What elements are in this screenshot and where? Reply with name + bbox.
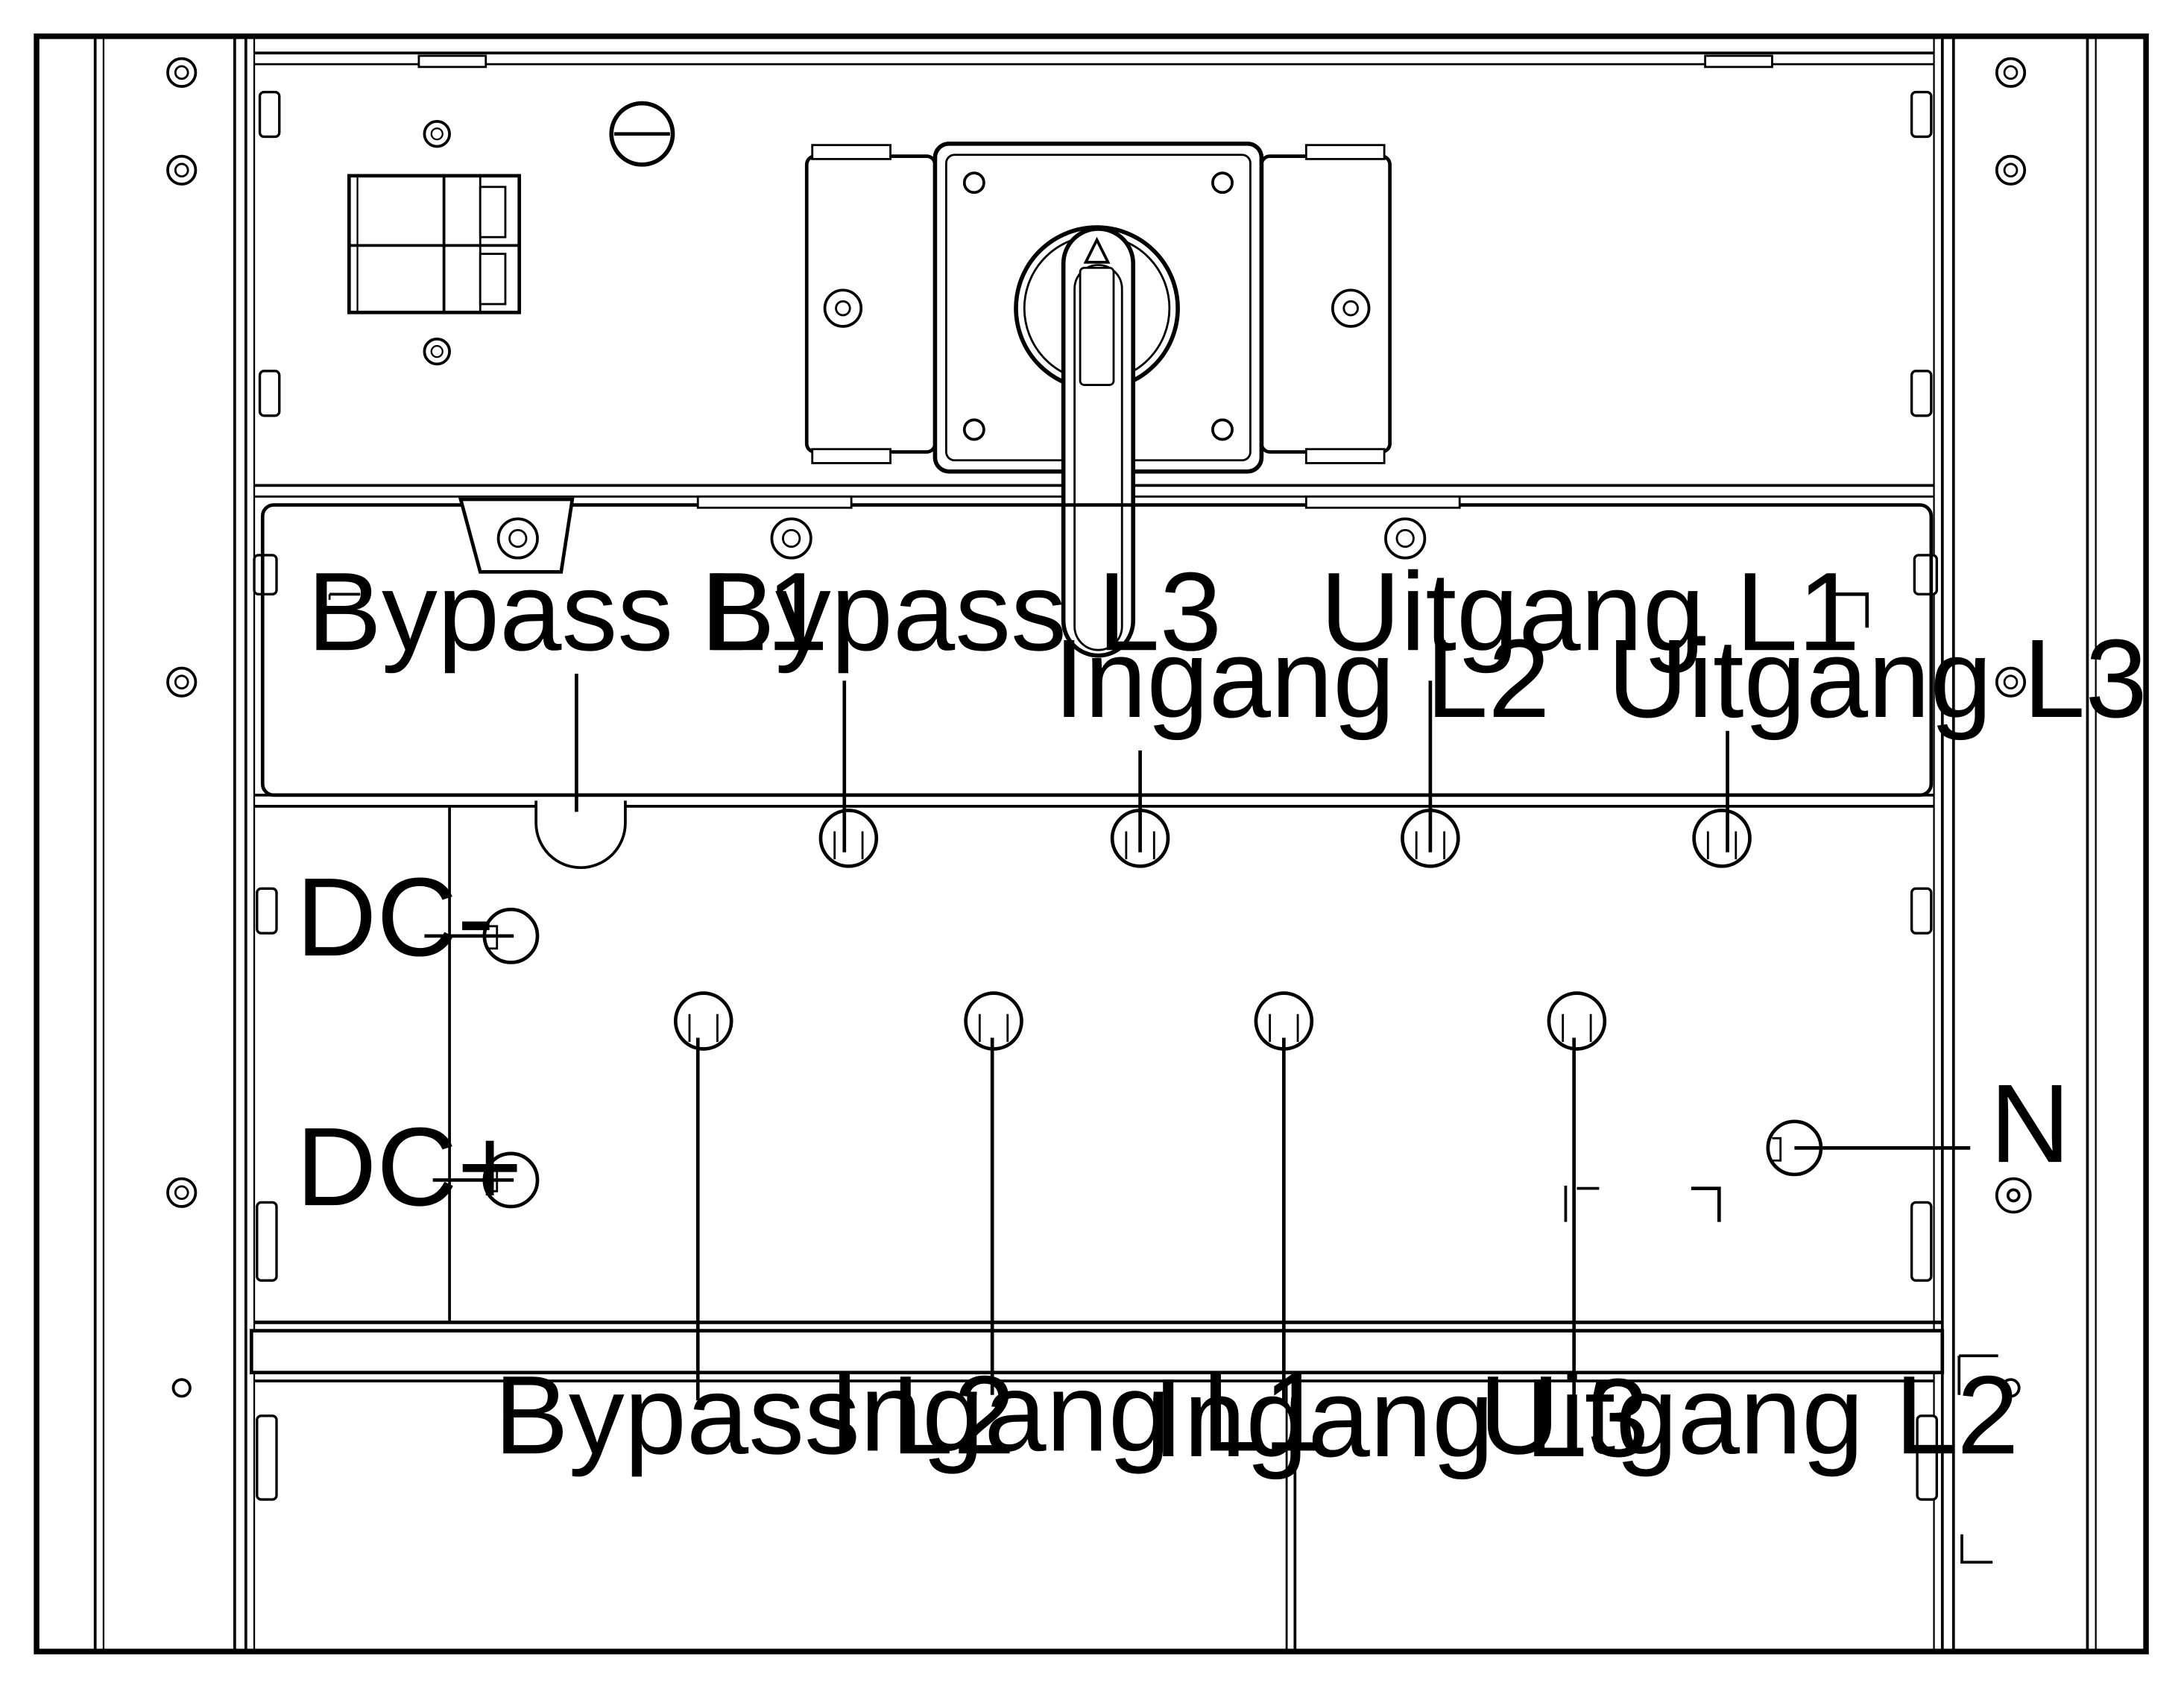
- torx-screw-icon: [496, 517, 539, 560]
- leader-lines: [424, 674, 1971, 1401]
- lower-chamber: [249, 806, 2032, 1652]
- label-n: N: [1989, 1060, 2070, 1186]
- mounting-screw: [430, 127, 444, 141]
- label-uitgang-l1: Uitgang L1: [1320, 549, 1860, 674]
- label-bypass-l1: Bypass L1: [307, 549, 828, 674]
- label-ingang-l3: Ingang L3: [1152, 1355, 1649, 1480]
- label-bypass-l2: Bypass L2: [494, 1352, 1015, 1477]
- slotted-screw-icon: [609, 101, 675, 167]
- terminal-hole-uitgang-l3: [1692, 809, 1752, 868]
- circuit-breaker: [347, 174, 522, 314]
- label-ingang-l1: Ingang L1: [829, 1350, 1325, 1475]
- mounting-screw: [430, 345, 444, 358]
- torx-screw-icon: [1384, 517, 1427, 560]
- main-switch: [804, 141, 1392, 658]
- terminal-hole-uitgang-l2: [1547, 991, 1607, 1051]
- label-uitgang-l2: Uitgang L2: [1479, 1352, 2019, 1477]
- terminal-hole-bypass-l2: [673, 991, 733, 1051]
- label-ingang-l2: Ingang L2: [1054, 616, 1550, 741]
- torx-screw-icon: [770, 517, 812, 560]
- left-side-clips: [253, 90, 281, 1501]
- terminal-hole-bypass-l3: [818, 809, 879, 868]
- right-side-clips: [1910, 90, 1938, 1501]
- label-dc-plus: DC+: [296, 1104, 523, 1229]
- label-dc-minus: DC-: [296, 854, 494, 979]
- label-bypass-l3: Bypass L3: [701, 549, 1222, 674]
- label-uitgang-l3: Uitgang L3: [1608, 616, 2147, 741]
- arrow-up-icon: [1083, 236, 1111, 264]
- frame-holes: [166, 57, 2027, 1398]
